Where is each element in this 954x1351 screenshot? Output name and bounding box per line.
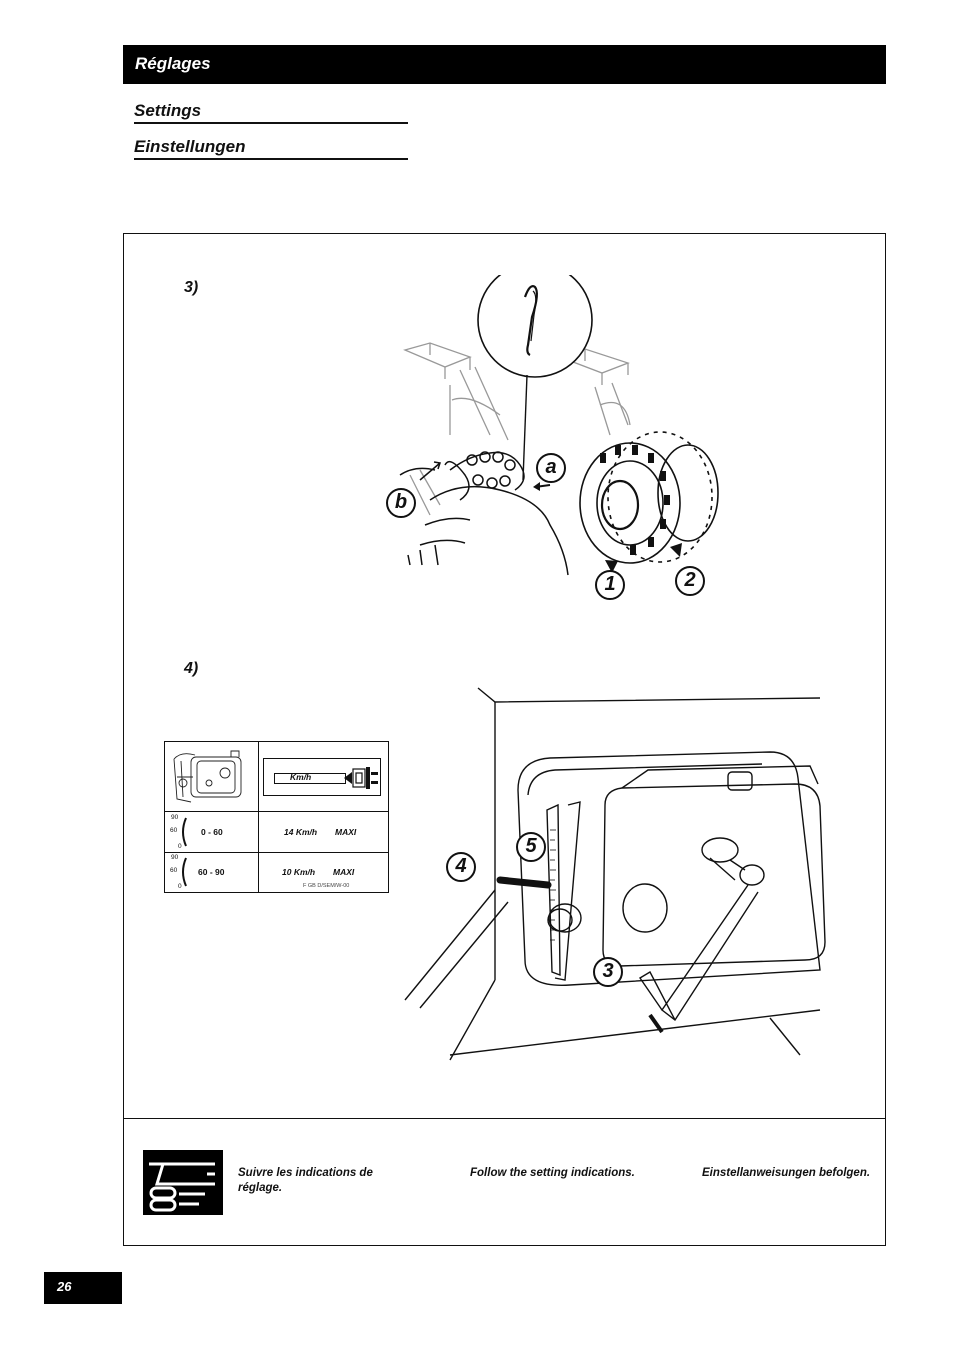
callout-2: 2 — [675, 566, 705, 596]
frame-divider — [123, 1118, 886, 1119]
row1-limit: MAXI — [335, 827, 357, 837]
illustration-frame — [123, 233, 886, 1246]
row1-speed: 14 Km/h — [284, 827, 318, 837]
figure-4-label: 4) — [184, 660, 199, 677]
row2-limit: MAXI — [333, 867, 355, 877]
figure-3-label: 3) — [184, 279, 199, 296]
row2-speed: 10 Km/h — [282, 867, 316, 877]
callout-4: 4 — [446, 852, 476, 882]
setting-instruction-icon — [143, 1150, 223, 1215]
note-german: Einstellanweisungen befolgen. — [702, 1167, 871, 1179]
row2-scale-top: 90 — [171, 854, 179, 861]
note-english: Follow the setting indications. — [470, 1167, 635, 1179]
callout-5: 5 — [516, 832, 546, 862]
section-header-bar: Réglages — [123, 45, 886, 84]
callout-b: b — [386, 488, 416, 518]
row1-scale-icon — [182, 817, 187, 847]
page-number-box: 26 — [44, 1272, 122, 1304]
row1-scale-top: 90 — [171, 814, 179, 821]
page-number: 26 — [57, 1279, 72, 1294]
callout-1: 1 — [595, 570, 625, 600]
row2-range: 60 - 90 — [198, 867, 225, 877]
row1-range: 0 - 60 — [201, 827, 223, 837]
setting-table: Km/h 90 60 0 0 - 60 14 Km/h MAXI 90 60 0… — [164, 741, 389, 893]
speed-header-label: Km/h — [290, 772, 312, 782]
row2-scale-icon — [182, 857, 187, 887]
table-footnote: F GB D/SEM/W-00 — [303, 883, 350, 889]
figure-4-drawing — [404, 687, 826, 1061]
tractor-icon — [344, 767, 378, 789]
row1-scale-mid: 60 — [170, 827, 178, 834]
section-title: Réglages — [135, 54, 211, 73]
figure-3-drawing — [399, 275, 719, 576]
callout-3: 3 — [593, 957, 623, 987]
row1-scale-bottom: 0 — [178, 843, 182, 850]
callout-a: a — [536, 453, 566, 483]
subtitle-english: Settings — [134, 101, 408, 124]
subtitle-german: Einstellungen — [134, 137, 408, 160]
row2-scale-bottom: 0 — [178, 883, 182, 890]
speed-header-panel: Km/h — [263, 758, 381, 796]
note-french: Suivre les indications de réglage. — [238, 1167, 373, 1194]
gearbox-thumbnail — [173, 750, 242, 803]
row2-scale-mid: 60 — [170, 867, 178, 874]
